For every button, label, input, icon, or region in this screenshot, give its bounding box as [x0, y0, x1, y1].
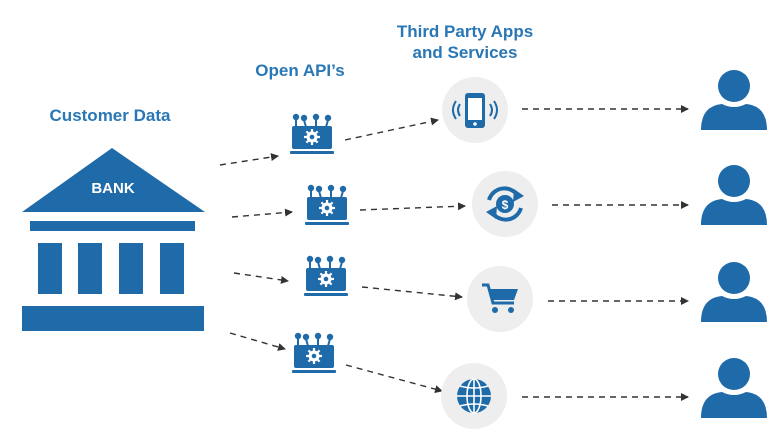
- user-icon: [701, 70, 767, 130]
- arrow-bank-to-api-2: [231, 208, 293, 218]
- globe-icon: [457, 378, 491, 414]
- bank-label: BANK: [91, 180, 134, 197]
- api-chip-icon: [303, 183, 351, 227]
- arrow-api-to-service-3: [361, 286, 463, 301]
- third-party-apps-label-line1: Third Party Apps: [396, 22, 534, 41]
- customer-data-label: Customer Data: [49, 106, 171, 125]
- third-party-apps-label-line2: and Services: [412, 43, 518, 62]
- currency-exchange-icon: $: [486, 186, 524, 222]
- smartphone-icon: [452, 93, 498, 128]
- user-icon: [701, 165, 767, 225]
- bank-building-icon: BANK: [22, 148, 205, 331]
- api-chip-icon: [302, 254, 350, 298]
- arrow-api-to-service-2: [359, 202, 466, 211]
- api-chip-icon: [288, 112, 336, 156]
- arrow-api-to-service-4: [345, 364, 443, 394]
- arrow-api-to-service-1: [344, 117, 439, 141]
- arrow-bank-to-api-4: [229, 332, 286, 351]
- api-chip-icon: [290, 331, 338, 375]
- third-party-apps-label: Third Party Apps and Services: [385, 21, 545, 63]
- user-icon: [701, 358, 767, 418]
- shopping-cart-icon: [482, 283, 518, 313]
- arrow-bank-to-api-1: [219, 153, 279, 166]
- arrow-bank-to-api-3: [233, 272, 289, 284]
- user-icon: [701, 262, 767, 322]
- svg-text:$: $: [502, 198, 509, 212]
- open-apis-label: Open API’s: [255, 61, 345, 80]
